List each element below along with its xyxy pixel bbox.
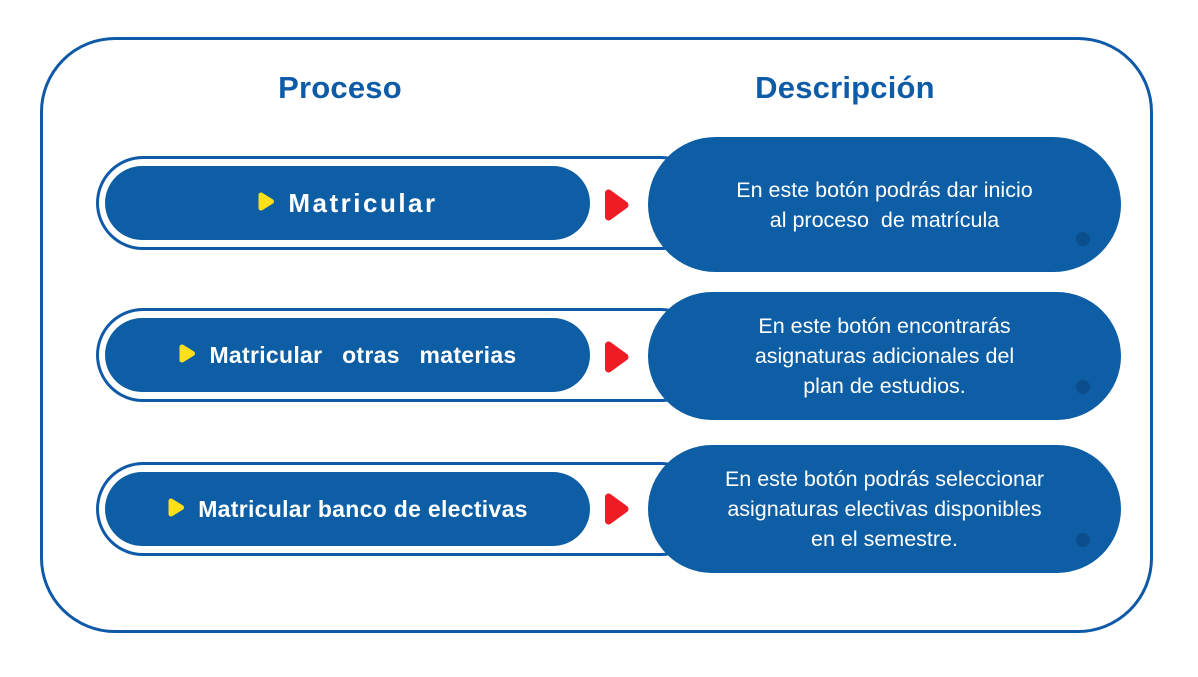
description-line: en el semestre. (811, 527, 958, 551)
decorative-dot (1076, 380, 1090, 394)
decorative-dot (1076, 533, 1090, 547)
red-arrow-icon (604, 491, 630, 527)
description-line: En este botón encontrarás (758, 314, 1011, 338)
process-column-header: Proceso (278, 70, 402, 105)
description-bubble: En este botón encontrarás asignaturas ad… (648, 292, 1121, 420)
description-line: En este botón podrás seleccionar (724, 467, 1045, 491)
decorative-dot (1076, 232, 1090, 246)
yellow-play-icon (178, 343, 196, 367)
matricular-button[interactable]: Matricular (105, 166, 590, 240)
description-line: al proceso de matrícula (769, 207, 1000, 232)
button-label: Matricular otras materias (209, 341, 517, 368)
button-label: Matricular (288, 187, 438, 218)
description-line: plan de estudios. (803, 374, 966, 398)
description-line: asignaturas adicionales del (754, 344, 1015, 368)
description-bubble: En este botón podrás dar inicio al proce… (648, 137, 1121, 272)
yellow-play-icon (167, 497, 185, 521)
description-bubble: En este botón podrás seleccionar asignat… (648, 445, 1121, 573)
matricular-otras-materias-button[interactable]: Matricular otras materias (105, 318, 590, 392)
description-line: En este botón podrás dar inicio (736, 177, 1033, 202)
yellow-play-icon (257, 191, 275, 215)
table-panel (40, 37, 1153, 633)
button-label: Matricular banco de electivas (198, 495, 528, 522)
description-line: asignaturas electivas disponibles (727, 497, 1042, 521)
red-arrow-icon (604, 339, 630, 375)
description-column-header: Descripción (755, 70, 935, 105)
matricular-banco-de-electivas-button[interactable]: Matricular banco de electivas (105, 472, 590, 546)
red-arrow-icon (604, 187, 630, 223)
